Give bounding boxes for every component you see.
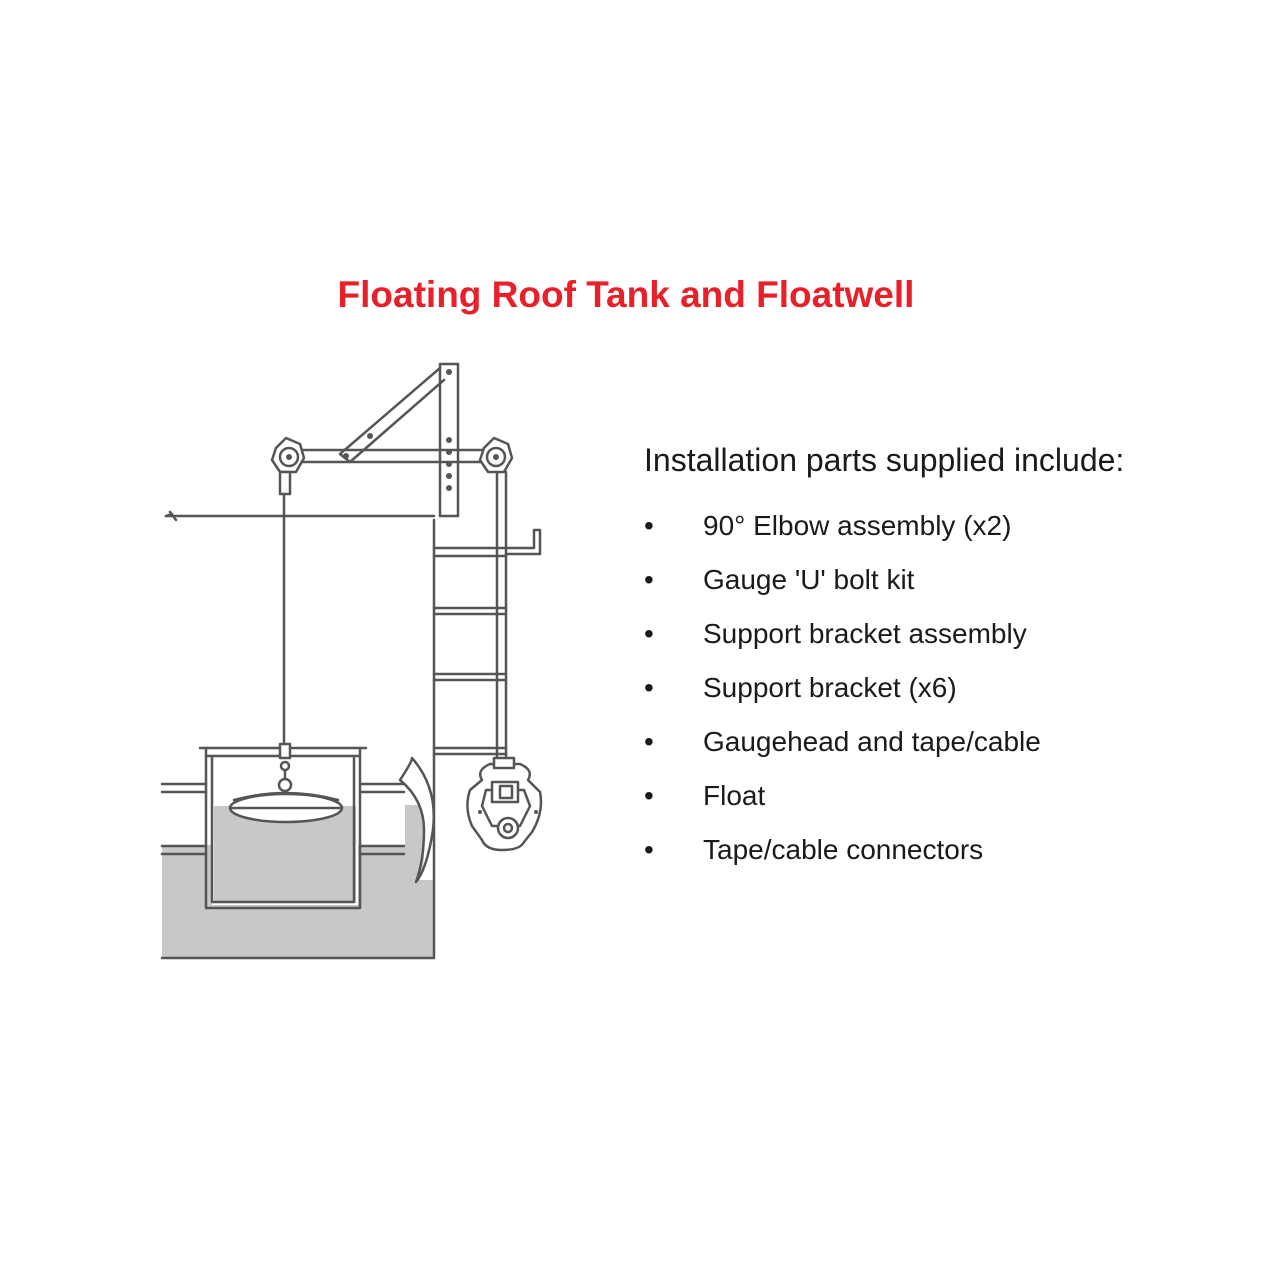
list-item-label: Gauge 'U' bolt kit xyxy=(703,564,915,595)
mast-holes xyxy=(446,369,452,491)
mast xyxy=(438,362,460,518)
floatwell-support-lower xyxy=(160,844,406,856)
floatwell-support-upper xyxy=(160,782,406,794)
page-title: Floating Roof Tank and Floatwell xyxy=(337,274,915,315)
float-icon xyxy=(228,742,344,824)
roof-seal xyxy=(398,756,436,884)
horizontal-arm xyxy=(298,448,492,464)
parts-list: • 90° Elbow assembly (x2) • Gauge 'U' bo… xyxy=(644,512,1264,890)
list-item: • 90° Elbow assembly (x2) xyxy=(644,512,1264,566)
ladder-icon xyxy=(432,528,542,756)
bullet: • xyxy=(644,672,654,703)
bullet: • xyxy=(644,564,654,595)
list-item: • Tape/cable connectors xyxy=(644,836,1264,890)
roof-hook xyxy=(164,510,178,522)
parts-heading: Installation parts supplied include: xyxy=(644,442,1125,478)
list-item: • Support bracket (x6) xyxy=(644,674,1264,728)
list-item: • Gaugehead and tape/cable xyxy=(644,728,1264,782)
list-item-label: 90° Elbow assembly (x2) xyxy=(703,510,1012,541)
list-item-label: Gaugehead and tape/cable xyxy=(703,726,1041,757)
list-item: • Support bracket assembly xyxy=(644,620,1264,674)
bullet: • xyxy=(644,726,654,757)
list-item: • Float xyxy=(644,782,1264,836)
list-item: • Gauge 'U' bolt kit xyxy=(644,566,1264,620)
bullet: • xyxy=(644,780,654,811)
tank-shell xyxy=(160,518,436,960)
list-item-label: Tape/cable connectors xyxy=(703,834,984,865)
list-item-label: Support bracket assembly xyxy=(703,618,1027,649)
bullet: • xyxy=(644,618,654,649)
tank-liquid xyxy=(162,805,434,958)
bullet: • xyxy=(644,834,654,865)
diagonal-brace xyxy=(338,366,446,464)
gaugehead-icon xyxy=(466,756,543,852)
floatwell-diagram xyxy=(160,362,543,960)
pulley-icon-right xyxy=(478,436,514,474)
list-item-label: Float xyxy=(703,780,766,811)
pulley-icon-left xyxy=(270,436,306,496)
list-item-label: Support bracket (x6) xyxy=(703,672,957,703)
bullet: • xyxy=(644,510,654,541)
parts-panel: Installation parts supplied include: • 9… xyxy=(644,444,1264,890)
